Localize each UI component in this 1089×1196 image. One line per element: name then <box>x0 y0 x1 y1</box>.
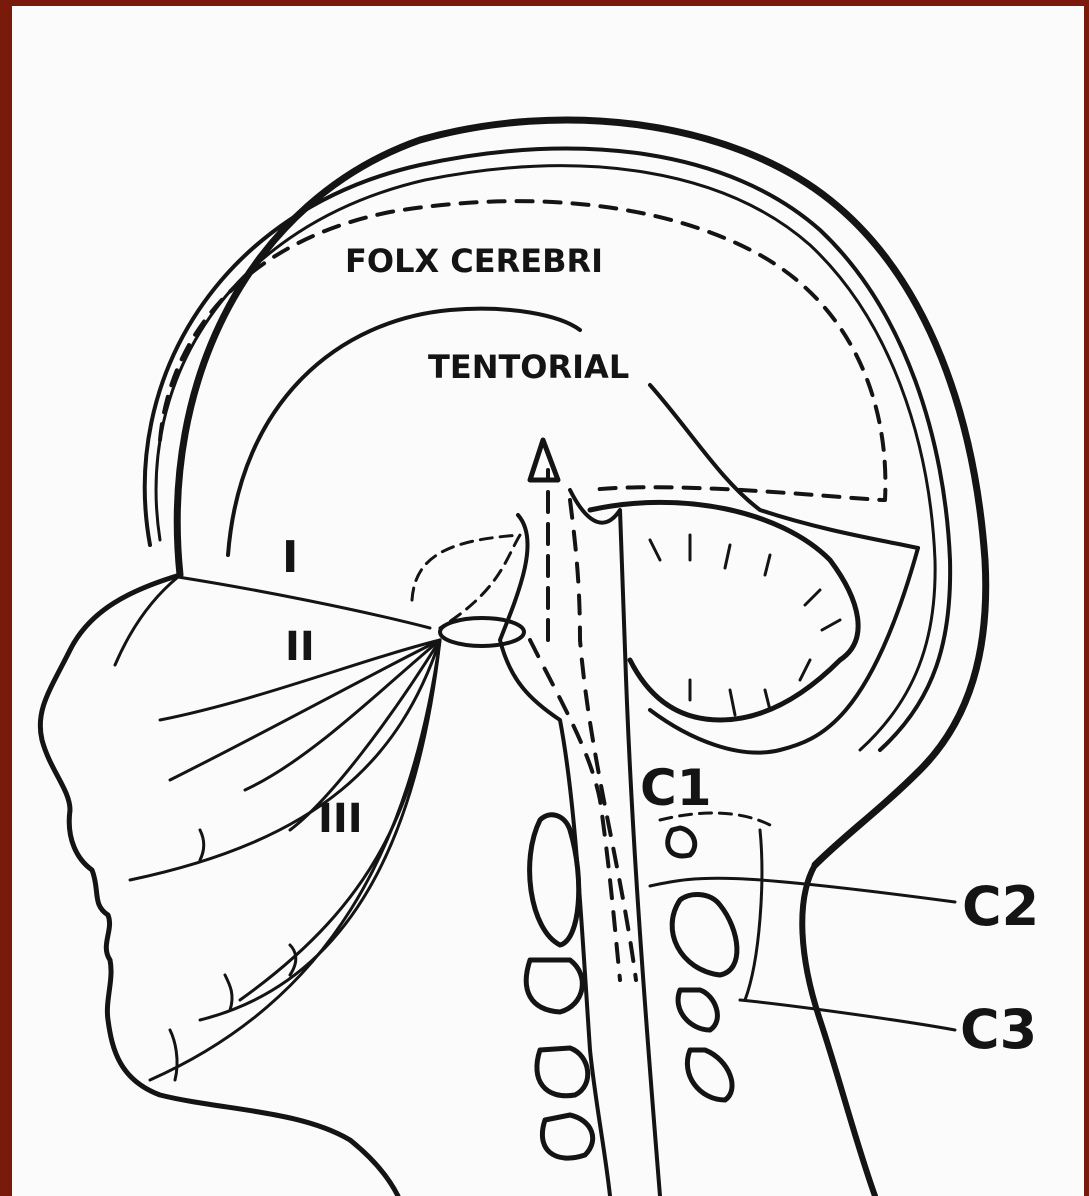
posterior-dura-line <box>650 548 918 753</box>
c3-leader-line <box>740 1000 955 1030</box>
label-zone-3: III <box>318 796 363 842</box>
label-tentorial: TENTORIAL <box>428 348 629 386</box>
label-c3: C3 <box>960 998 1037 1061</box>
label-c2: C2 <box>962 875 1039 938</box>
label-c1: C1 <box>640 759 711 817</box>
ganglion-dashed <box>412 535 520 628</box>
vertebrae <box>526 815 737 1158</box>
label-zone-2: II <box>285 624 315 670</box>
label-zone-1: I <box>282 532 298 583</box>
label-falx-cerebri: FOLX CEREBRI <box>345 242 603 280</box>
neck-inner-line <box>745 830 762 1000</box>
zone-divider-line <box>178 577 430 628</box>
brainstem-arrowhead <box>530 440 558 480</box>
neck-back-contour <box>802 865 875 1196</box>
tentorial-arc <box>228 309 580 555</box>
nerve-branches <box>115 577 440 1080</box>
cerebellum-outline <box>590 502 858 720</box>
trigeminal-ganglion <box>440 618 524 646</box>
